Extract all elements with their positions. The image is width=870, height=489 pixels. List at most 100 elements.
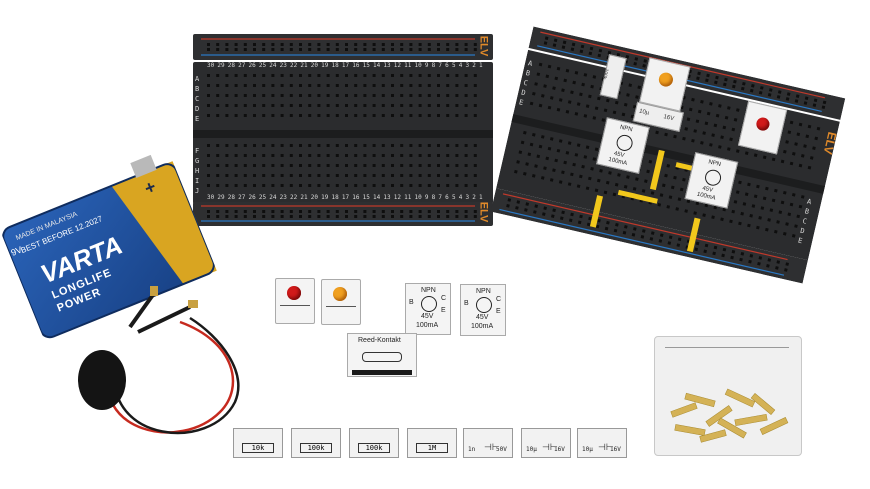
- breadboard-hole[interactable]: [234, 104, 238, 107]
- breadboard-hole[interactable]: [776, 95, 781, 99]
- breadboard-hole[interactable]: [391, 104, 394, 107]
- breadboard-hole[interactable]: [473, 210, 477, 213]
- breadboard-hole[interactable]: [225, 215, 229, 218]
- breadboard-hole[interactable]: [525, 202, 530, 206]
- breadboard-hole[interactable]: [372, 210, 376, 213]
- breadboard-hole[interactable]: [644, 179, 648, 183]
- breadboard-hole[interactable]: [207, 74, 210, 77]
- breadboard-hole[interactable]: [626, 93, 630, 97]
- breadboard-hole[interactable]: [381, 114, 385, 117]
- breadboard-hole[interactable]: [597, 218, 601, 223]
- breadboard-hole[interactable]: [381, 84, 385, 87]
- breadboard-hole[interactable]: [473, 94, 477, 97]
- breadboard-hole[interactable]: [777, 90, 782, 94]
- breadboard-hole[interactable]: [473, 154, 477, 157]
- breadboard-hole[interactable]: [742, 81, 746, 86]
- breadboard-hole[interactable]: [381, 74, 385, 77]
- breadboard-hole[interactable]: [289, 94, 293, 97]
- breadboard-hole[interactable]: [722, 247, 727, 252]
- breadboard-hole[interactable]: [464, 48, 468, 51]
- breadboard-hole[interactable]: [400, 114, 404, 117]
- breadboard-hole[interactable]: [363, 43, 367, 46]
- breadboard-hole[interactable]: [391, 114, 394, 117]
- breadboard-hole[interactable]: [262, 154, 266, 157]
- breadboard-hole[interactable]: [280, 174, 284, 177]
- breadboard-hole[interactable]: [780, 159, 785, 164]
- breadboard-hole[interactable]: [729, 137, 733, 142]
- breadboard-hole[interactable]: [409, 84, 413, 87]
- breadboard-hole[interactable]: [524, 208, 528, 212]
- breadboard-hole[interactable]: [335, 48, 339, 51]
- breadboard-hole[interactable]: [326, 43, 330, 46]
- breadboard-hole[interactable]: [308, 154, 312, 157]
- breadboard-hole[interactable]: [381, 210, 385, 213]
- breadboard-hole[interactable]: [446, 174, 450, 177]
- breadboard-hole[interactable]: [598, 48, 603, 53]
- breadboard-hole[interactable]: [243, 184, 247, 187]
- breadboard-hole[interactable]: [473, 74, 477, 77]
- breadboard-hole[interactable]: [289, 104, 293, 107]
- breadboard-hole[interactable]: [409, 174, 413, 177]
- breadboard-hole[interactable]: [576, 102, 581, 106]
- breadboard-hole[interactable]: [588, 176, 592, 181]
- breadboard-hole[interactable]: [515, 206, 519, 210]
- breadboard-hole[interactable]: [335, 104, 339, 107]
- breadboard-hole[interactable]: [514, 169, 518, 174]
- breadboard-hole[interactable]: [812, 103, 817, 107]
- breadboard-hole[interactable]: [606, 98, 610, 103]
- breadboard-hole[interactable]: [437, 164, 440, 167]
- breadboard-hole[interactable]: [234, 43, 238, 46]
- breadboard-hole[interactable]: [234, 94, 238, 97]
- breadboard-hole[interactable]: [262, 94, 266, 97]
- breadboard-hole[interactable]: [262, 215, 266, 218]
- breadboard-hole[interactable]: [706, 73, 710, 78]
- breadboard-hole[interactable]: [363, 154, 367, 157]
- breadboard-hole[interactable]: [597, 96, 601, 101]
- breadboard-hole[interactable]: [409, 215, 413, 218]
- breadboard-hole[interactable]: [713, 245, 718, 250]
- breadboard-hole[interactable]: [216, 215, 220, 218]
- breadboard-hole[interactable]: [543, 166, 547, 170]
- breadboard-hole[interactable]: [473, 215, 477, 218]
- breadboard-hole[interactable]: [529, 101, 534, 106]
- breadboard-hole[interactable]: [418, 74, 422, 77]
- breadboard-hole[interactable]: [317, 104, 321, 107]
- breadboard-hole[interactable]: [363, 114, 367, 117]
- breadboard-hole[interactable]: [299, 164, 302, 167]
- breadboard-hole[interactable]: [326, 164, 330, 167]
- breadboard-hole[interactable]: [308, 94, 312, 97]
- breadboard-hole[interactable]: [262, 210, 266, 213]
- breadboard-hole[interactable]: [523, 130, 527, 135]
- breadboard-hole[interactable]: [529, 142, 534, 147]
- breadboard-hole[interactable]: [730, 255, 734, 260]
- breadboard-hole[interactable]: [354, 184, 358, 187]
- breadboard-hole[interactable]: [525, 162, 529, 166]
- breadboard-hole[interactable]: [760, 86, 764, 90]
- breadboard-hole[interactable]: [713, 205, 718, 210]
- breadboard-hole[interactable]: [738, 180, 742, 185]
- breadboard-hole[interactable]: [400, 94, 404, 97]
- breadboard-hole[interactable]: [234, 184, 238, 187]
- breadboard-hole[interactable]: [427, 215, 431, 218]
- breadboard-hole[interactable]: [553, 38, 558, 43]
- breadboard-hole[interactable]: [372, 144, 376, 147]
- breadboard-hole[interactable]: [774, 229, 778, 234]
- breadboard-hole[interactable]: [427, 174, 431, 177]
- breadboard-hole[interactable]: [731, 127, 736, 132]
- breadboard-hole[interactable]: [391, 74, 394, 77]
- breadboard-hole[interactable]: [762, 155, 767, 160]
- breadboard-hole[interactable]: [216, 48, 220, 51]
- breadboard-hole[interactable]: [243, 174, 247, 177]
- breadboard-hole[interactable]: [345, 184, 348, 187]
- breadboard-hole[interactable]: [751, 84, 755, 88]
- breadboard-hole[interactable]: [538, 103, 543, 108]
- breadboard-hole[interactable]: [280, 43, 284, 46]
- led-module-red-loose[interactable]: [275, 278, 315, 324]
- breadboard-hole[interactable]: [418, 114, 422, 117]
- breadboard-hole[interactable]: [308, 210, 312, 213]
- breadboard-hole[interactable]: [556, 107, 561, 112]
- breadboard-hole[interactable]: [372, 94, 376, 97]
- capacitor-module-10u[interactable]: 10µ ⊣⊢ 16V: [521, 428, 571, 458]
- breadboard-hole[interactable]: [299, 144, 302, 147]
- breadboard-hole[interactable]: [446, 104, 450, 107]
